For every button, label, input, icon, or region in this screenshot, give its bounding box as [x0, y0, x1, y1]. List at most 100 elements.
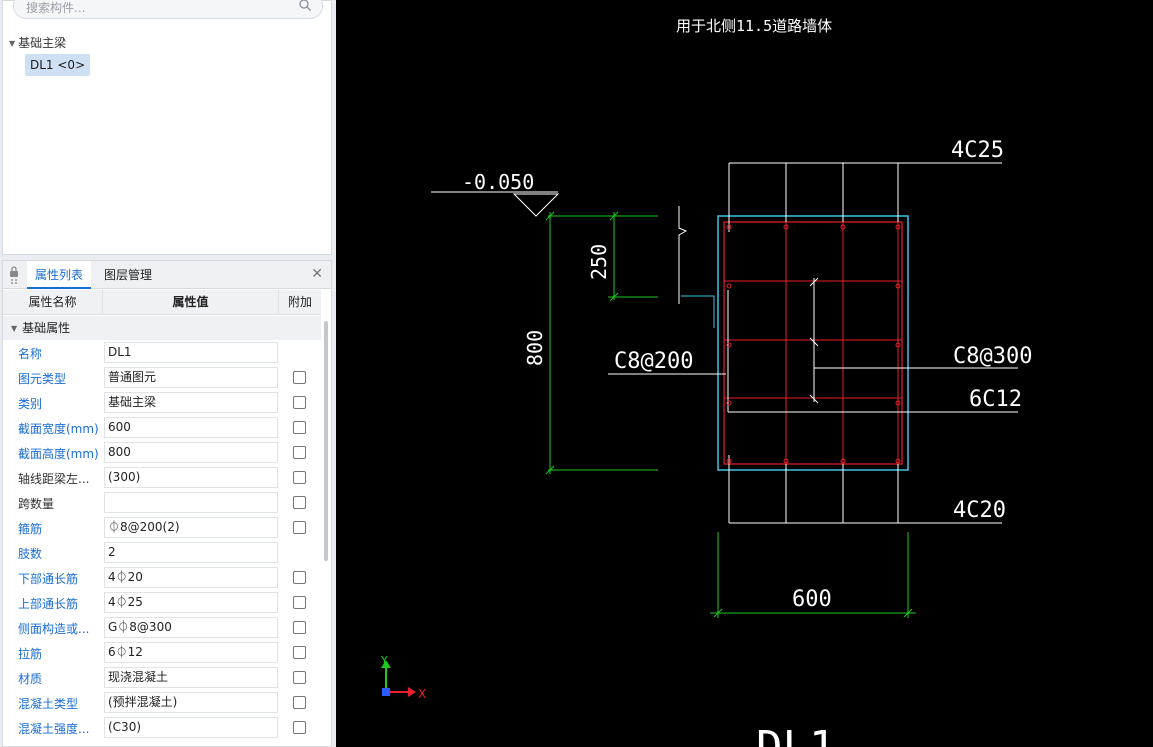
- search-placeholder: 搜索构件...: [26, 1, 86, 15]
- property-value-field[interactable]: 4⏀20: [104, 567, 278, 588]
- axis-y-label: Y: [380, 654, 388, 667]
- property-value-field[interactable]: [104, 492, 278, 513]
- property-name: 箍筋: [18, 522, 43, 536]
- extra-checkbox[interactable]: [293, 646, 306, 659]
- tab-property-list[interactable]: 属性列表: [27, 261, 92, 289]
- property-name: 截面高度(mm): [18, 447, 99, 461]
- component-tree-panel: 搜索构件... ▼基础主梁 DL1 <0>: [2, 0, 332, 255]
- property-row: 类别 基础主梁: [3, 391, 321, 416]
- property-name: 类别: [18, 397, 43, 411]
- axis-x-label: X: [418, 687, 426, 701]
- cad-drawing: 用于北侧11.5道路墙体 -0.050 250 800: [380, 17, 1032, 747]
- tie-lines: [727, 290, 902, 413]
- property-value-field[interactable]: (300): [104, 467, 278, 488]
- property-value-field[interactable]: 普通图元: [104, 367, 278, 388]
- property-value-field[interactable]: (C30): [104, 717, 278, 738]
- property-value-field[interactable]: 600: [104, 417, 278, 438]
- extra-checkbox[interactable]: [293, 521, 306, 534]
- ucs-axis-icon: [381, 660, 416, 697]
- extra-checkbox[interactable]: [293, 396, 306, 409]
- extra-checkbox[interactable]: [293, 371, 306, 384]
- property-value-field[interactable]: 基础主梁: [104, 392, 278, 413]
- property-name: 截面宽度(mm): [18, 422, 99, 436]
- search-icon[interactable]: [298, 0, 312, 12]
- extra-checkbox[interactable]: [293, 621, 306, 634]
- extra-checkbox[interactable]: [293, 571, 306, 584]
- tree-node-foundation-beam[interactable]: ▼基础主梁: [9, 34, 66, 51]
- group-label: 基础属性: [22, 321, 71, 335]
- extra-checkbox[interactable]: [293, 421, 306, 434]
- property-row: 图元类型 普通图元: [3, 366, 321, 391]
- property-value-field[interactable]: 6⏀12: [104, 642, 278, 663]
- property-panel: 属性列表 图层管理 ✕ 属性名称 属性值 附加 ▼ 基础属性 名称 DL1 图元类型 普…: [2, 260, 332, 747]
- property-value-field[interactable]: 现浇混凝土: [104, 667, 278, 688]
- property-value-field[interactable]: 4⏀25: [104, 592, 278, 613]
- property-value-field[interactable]: ⏀8@200(2): [104, 517, 278, 538]
- elevation-triangle: [512, 193, 560, 217]
- property-row: 肢数 2: [3, 541, 321, 566]
- extra-checkbox[interactable]: [293, 596, 306, 609]
- label-stirrup: C8@200: [614, 349, 693, 374]
- property-value-field[interactable]: 800: [104, 442, 278, 463]
- property-name: 拉筋: [18, 647, 43, 661]
- property-name: 跨数量: [18, 497, 55, 511]
- property-name: 侧面构造或...: [18, 622, 90, 636]
- break-line: [678, 206, 688, 304]
- drawing-canvas[interactable]: 用于北侧11.5道路墙体 -0.050 250 800: [336, 0, 1153, 747]
- property-row: 名称 DL1: [3, 341, 321, 366]
- label-bottom-bars: 4C20: [953, 498, 1006, 523]
- slab-edge: [681, 295, 715, 328]
- bar-leaders: [728, 162, 1002, 524]
- close-icon[interactable]: ✕: [311, 266, 323, 282]
- property-tabs: 属性列表 图层管理 ✕: [3, 261, 331, 289]
- tree-node-label: 基础主梁: [18, 36, 67, 50]
- property-row: 材质现浇混凝土: [3, 666, 321, 691]
- elevation-text: -0.050: [462, 170, 534, 194]
- property-row: 混凝土强度...(C30): [3, 716, 321, 741]
- property-row: 跨数量: [3, 491, 321, 516]
- extra-checkbox[interactable]: [293, 471, 306, 484]
- label-top-bars: 4C25: [951, 138, 1004, 163]
- tab-layer-management[interactable]: 图层管理: [104, 268, 153, 282]
- group-basic-properties[interactable]: ▼ 基础属性: [3, 316, 321, 340]
- property-name: 名称: [18, 347, 43, 361]
- property-name: 轴线距梁左...: [18, 472, 90, 486]
- property-value-field[interactable]: DL1: [104, 342, 278, 363]
- extra-checkbox[interactable]: [293, 671, 306, 684]
- header-value: 属性值: [103, 290, 279, 315]
- property-row: 下部通长筋 4⏀20: [3, 566, 321, 591]
- property-table-header: 属性名称 属性值 附加: [3, 290, 321, 315]
- property-name: 肢数: [18, 547, 43, 561]
- rebar-grid: [724, 222, 902, 464]
- rebar-dots: [726, 224, 901, 464]
- extra-checkbox[interactable]: [293, 721, 306, 734]
- collapse-arrow-icon[interactable]: ▼: [11, 324, 18, 333]
- dim-800-text: 800: [523, 330, 547, 366]
- property-value-field[interactable]: G⏀8@300: [104, 617, 278, 638]
- property-row: 轴线距梁左... (300): [3, 466, 321, 491]
- dim-600-text: 600: [792, 587, 832, 612]
- drawing-title: 用于北侧11.5道路墙体: [676, 17, 832, 35]
- property-row: 箍筋 ⏀8@200(2): [3, 516, 321, 541]
- property-value-field[interactable]: 2: [104, 542, 278, 563]
- extra-checkbox[interactable]: [293, 696, 306, 709]
- header-extra: 附加: [287, 295, 312, 309]
- extra-checkbox[interactable]: [293, 446, 306, 459]
- property-name: 混凝土类型: [18, 697, 79, 711]
- extra-checkbox[interactable]: [293, 496, 306, 509]
- property-value-field[interactable]: (预拌混凝土): [104, 692, 278, 713]
- lock-icon[interactable]: [9, 265, 19, 285]
- property-name: 图元类型: [18, 372, 67, 386]
- beam-label: DL1: [756, 722, 835, 747]
- label-side-bars: C8@300: [953, 344, 1032, 369]
- property-row: 截面高度(mm) 800: [3, 441, 321, 466]
- tree-item-dl1[interactable]: DL1 <0>: [25, 54, 91, 76]
- search-input[interactable]: 搜索构件...: [13, 0, 323, 19]
- beam-outline: [717, 215, 909, 471]
- property-scrollbar[interactable]: [324, 321, 328, 561]
- property-name: 下部通长筋: [18, 572, 79, 586]
- property-row: 混凝土类型 (预拌混凝土): [3, 691, 321, 716]
- expand-arrow-icon[interactable]: ▼: [9, 39, 16, 48]
- property-row: 拉筋 6⏀12: [3, 641, 321, 666]
- header-name: 属性名称: [3, 290, 103, 315]
